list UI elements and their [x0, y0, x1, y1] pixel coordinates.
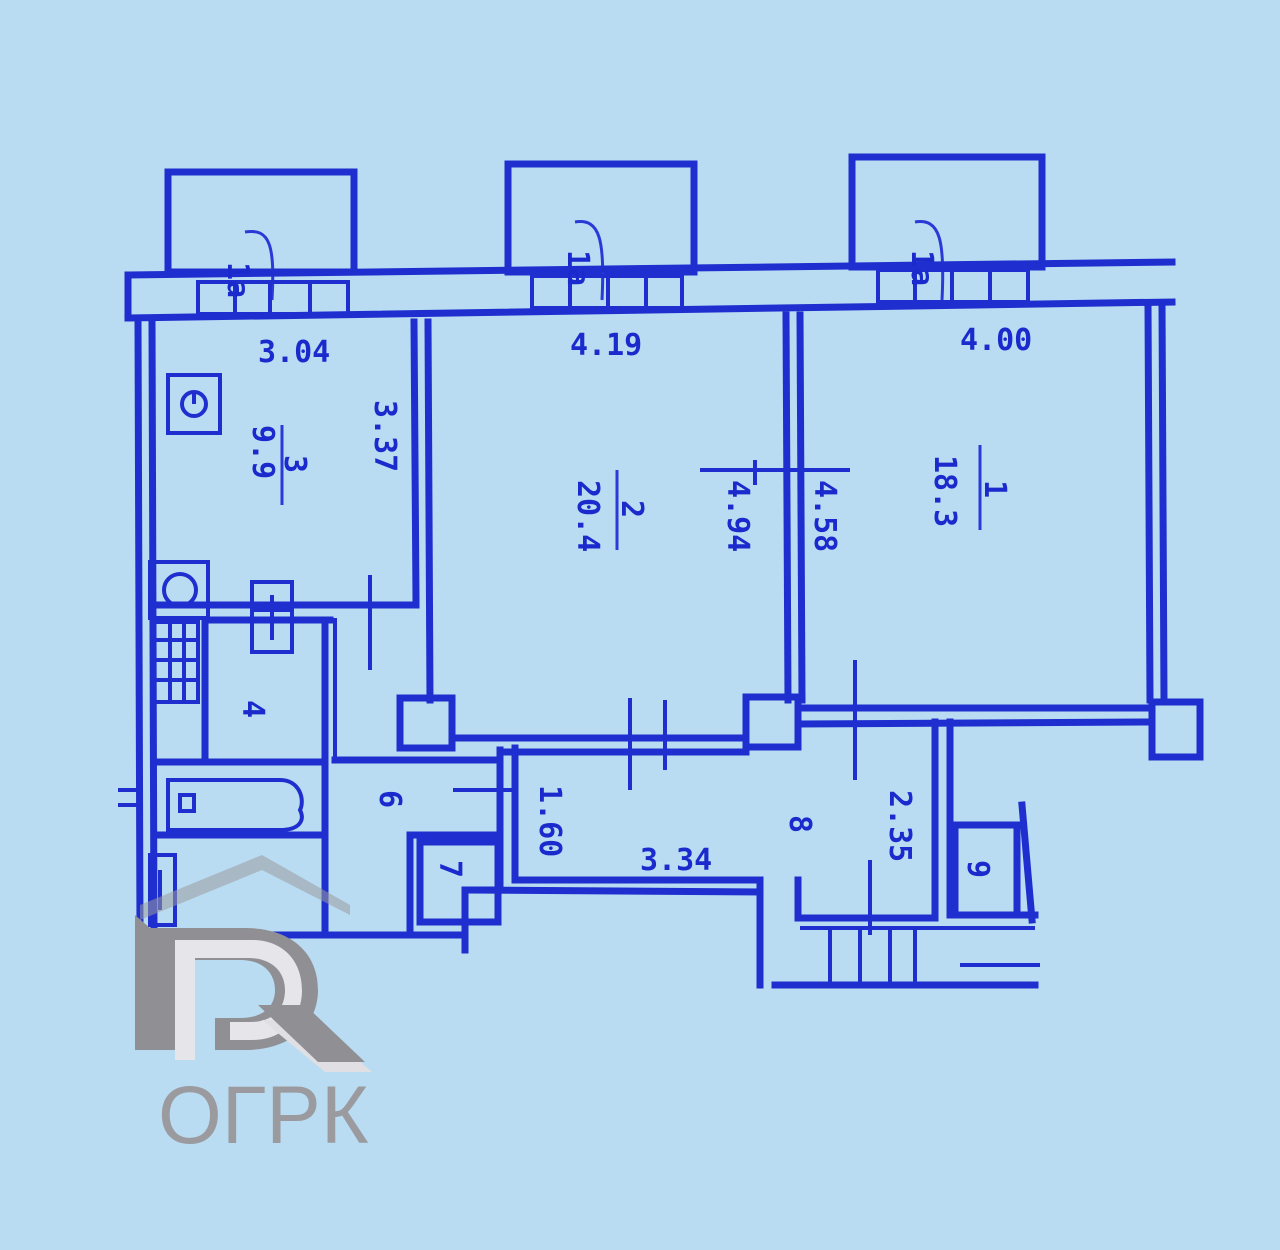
washbasin-icon: [250, 580, 294, 654]
toilet-icon: [148, 853, 177, 927]
dim-kitchen-width: 3.04: [258, 335, 330, 370]
dim-hall-depth: 2.35: [882, 790, 917, 862]
room6-number: 6: [372, 790, 407, 808]
logo: ОГРК: [135, 855, 372, 1161]
dim-kitchen-depth: 3.37: [367, 400, 402, 472]
balcony-middle-label: 1a: [560, 250, 595, 286]
balcony-left-label: 1a: [220, 262, 255, 298]
interior-walls: [118, 311, 1204, 989]
balcony-left: [164, 168, 358, 276]
room8-number: 8: [782, 815, 817, 833]
plan-labels: 1a 1a 1a 3.04 4.19 4.00 3.37 4.94 4.58 3…: [220, 250, 1032, 878]
logo-text: ОГРК: [158, 1070, 369, 1161]
room4-number: 4: [235, 700, 270, 718]
dim-room2-depth: 4.94: [720, 480, 755, 552]
bathtub-icon: [166, 778, 304, 832]
room3-number: 3: [277, 455, 312, 473]
dim-room1-depth: 4.58: [807, 480, 842, 552]
stove-icon: [166, 373, 222, 435]
dim-room1-width: 4.00: [960, 323, 1032, 358]
room1-number: 1: [977, 480, 1012, 498]
room7-number: 7: [432, 860, 467, 878]
sink-icon: [148, 560, 210, 620]
balcony-right-label: 1a: [904, 250, 939, 286]
room1-area: 18.3: [927, 455, 962, 527]
room2-area: 20.4: [570, 480, 605, 552]
room2-number: 2: [614, 500, 649, 518]
dim-corridor-length: 3.34: [640, 843, 712, 878]
balcony-right: [848, 153, 1046, 271]
dim-corridor-width: 1.60: [532, 785, 567, 857]
dim-room2-width: 4.19: [570, 328, 642, 363]
room9-number: 9: [960, 860, 995, 878]
room3-area: 9.9: [245, 425, 280, 479]
